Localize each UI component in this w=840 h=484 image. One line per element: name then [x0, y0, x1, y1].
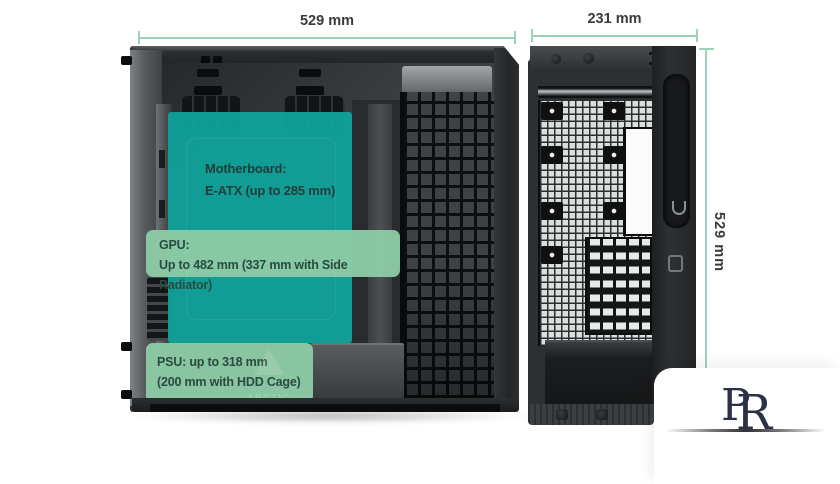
dimension-end-tick: [138, 31, 140, 44]
thumbscrew: [121, 390, 132, 399]
side-panel-cutout: [623, 127, 652, 236]
watermark-card: [654, 368, 840, 484]
front-mesh-panel: [400, 92, 503, 398]
psu-shroud: [311, 343, 404, 404]
case-foot: [556, 409, 568, 420]
rear-io-slot: [159, 200, 165, 218]
brand-watermark-text: ARCTIC: [247, 392, 292, 402]
case-front-top-frame: [132, 46, 517, 63]
gpu-label-title: GPU:: [159, 238, 190, 252]
case-front-right-edge: [494, 48, 519, 406]
rear-io-slot: [159, 150, 165, 168]
case-front-base-inner: [150, 404, 500, 412]
front-view-shadow: [128, 408, 528, 424]
screw: [551, 54, 561, 64]
thumbscrew: [121, 342, 132, 351]
fan-mount-plate: [541, 202, 563, 220]
fan-clip: [299, 69, 321, 77]
front-width-dimension-line: [138, 37, 516, 39]
screw-hole: [649, 52, 652, 55]
side-width-dimension-line: [531, 35, 698, 37]
side-width-dimension-label: 231 mm: [587, 11, 642, 27]
front-width-dimension-label: 529 mm: [299, 13, 354, 29]
motherboard-label: Motherboard: E-ATX (up to 285 mm): [205, 158, 335, 202]
handle-icon: [672, 201, 686, 215]
side-trim-strip: [538, 86, 654, 98]
case-side-base: [528, 404, 654, 425]
fan-mount-plate: [603, 146, 625, 164]
psu-label-title: PSU: up to 318 mm: [157, 355, 268, 369]
fan-mount-plate: [603, 202, 625, 220]
brand-watermark-triangle-icon: [254, 349, 284, 375]
monogram-letter-p: P: [721, 380, 751, 431]
screw: [583, 53, 594, 64]
fan-mount-plate: [603, 102, 625, 120]
fan-mount-plate: [541, 102, 563, 120]
psu-label-detail: (200 mm with HDD Cage): [157, 375, 301, 389]
motherboard-label-title: Motherboard:: [205, 161, 287, 176]
fan-mount-plate: [541, 146, 563, 164]
psu-label-box: PSU: up to 318 mm (200 mm with HDD Cage)…: [146, 343, 313, 403]
dimension-end-tick: [514, 31, 516, 44]
thumbscrew: [121, 56, 132, 65]
case-foot: [596, 409, 608, 420]
motherboard-overlay: [168, 112, 352, 343]
side-height-dimension-line: [705, 48, 707, 372]
gpu-label-detail: Up to 482 mm (337 mm with Side Radiator): [159, 258, 348, 292]
side-psu-block: [545, 340, 652, 408]
latch-icon: [668, 255, 683, 272]
dimension-end-tick: [696, 29, 698, 42]
fan-clip: [197, 69, 219, 77]
motherboard-label-detail: E-ATX (up to 285 mm): [205, 183, 336, 198]
fan-latch: [296, 86, 324, 95]
side-height-dimension-label: 529 mm: [711, 212, 727, 273]
monogram-underline: [666, 429, 826, 432]
gpu-label-box: GPU: Up to 482 mm (337 mm with Side Radi…: [146, 230, 400, 292]
monogram-letter-r: R: [736, 385, 773, 441]
fan-latch: [194, 86, 222, 95]
top-frame-vent: [213, 56, 222, 64]
dimension-end-tick: [531, 29, 533, 42]
top-frame-vent: [201, 56, 210, 64]
front-mesh-bracket: [402, 66, 492, 94]
screw-hole: [649, 62, 652, 65]
fan-mount-plate: [541, 246, 563, 264]
motherboard-outline: [186, 138, 336, 320]
pcie-slot-covers: [585, 237, 652, 335]
